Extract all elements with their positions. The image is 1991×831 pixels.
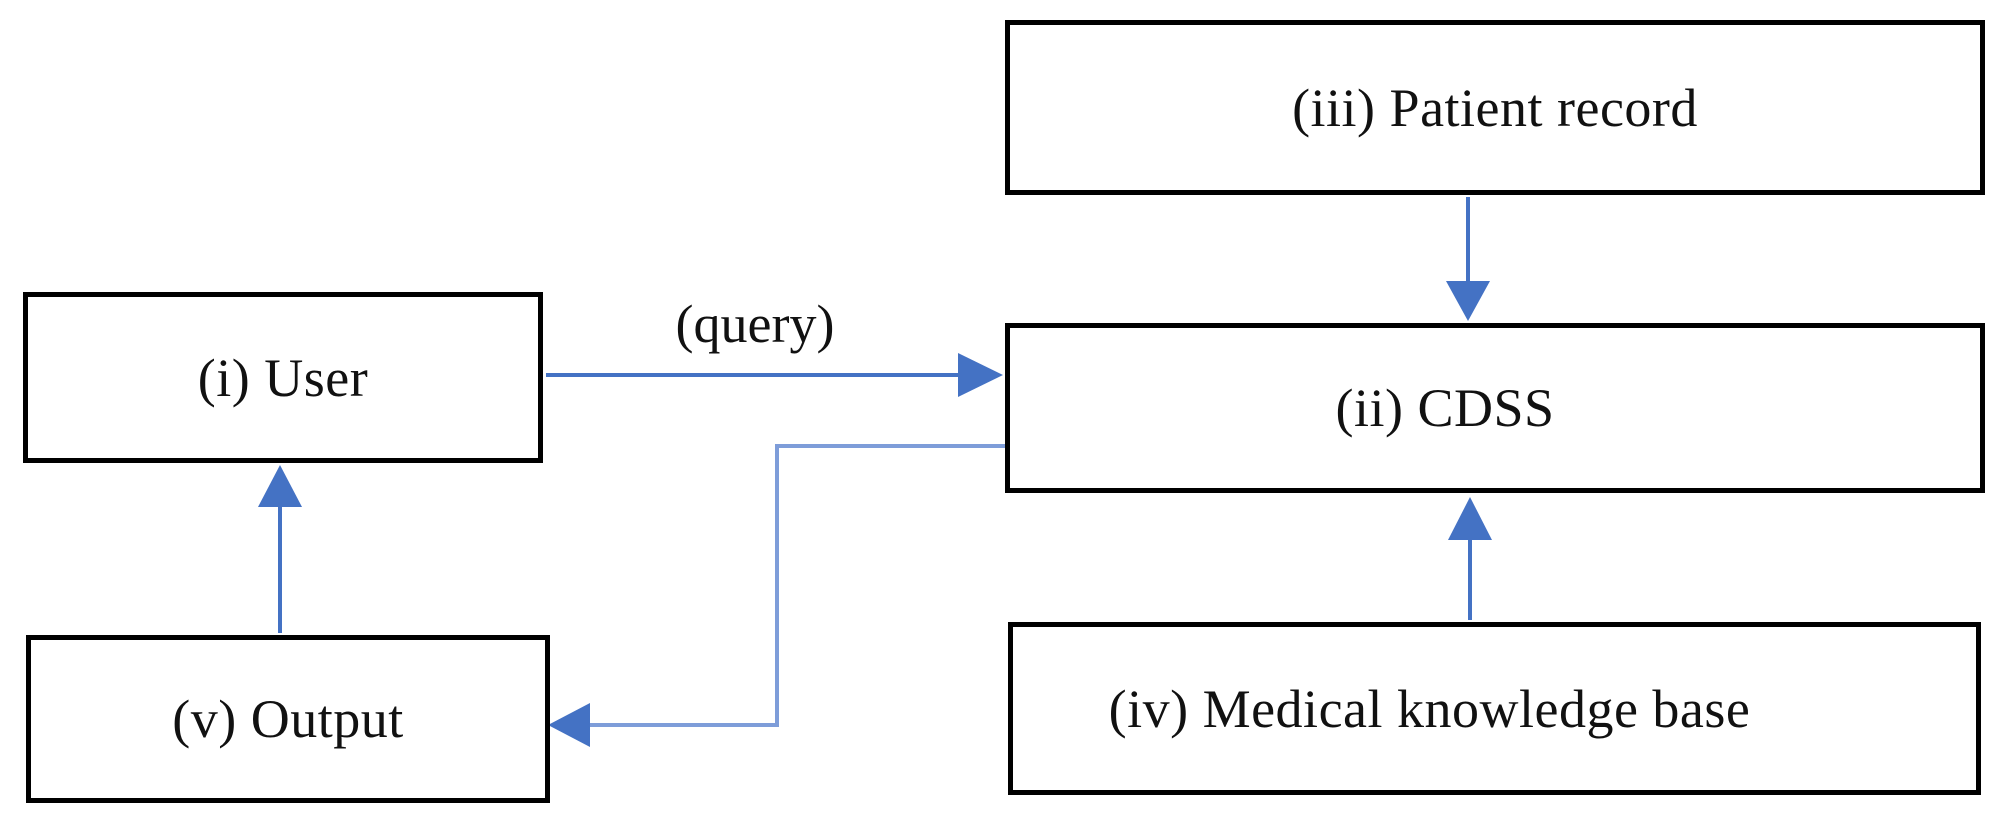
arrowhead-left-icon — [548, 703, 590, 747]
node-output-label: (v) Output — [172, 689, 404, 749]
edge-user-to-cdss — [546, 353, 1003, 397]
arrowhead-right-icon — [958, 353, 1003, 397]
arrowhead-down-icon — [1446, 281, 1490, 321]
node-user: (i) User — [23, 292, 543, 463]
node-cdss-label: (ii) CDSS — [1335, 378, 1555, 438]
node-medical-knowledge-base-label: (iv) Medical knowledge base — [1108, 678, 1751, 739]
arrowhead-up-icon — [258, 465, 302, 507]
arrowhead-up-icon — [1448, 497, 1492, 540]
edge-medical-knowledge-base-to-cdss — [1448, 497, 1492, 620]
node-cdss: (ii) CDSS — [1005, 323, 1985, 493]
node-patient-record-label: (iii) Patient record — [1292, 77, 1698, 138]
node-output: (v) Output — [26, 635, 550, 803]
edge-cdss-to-output — [548, 444, 1005, 747]
edge-patient-record-to-cdss — [1446, 197, 1490, 321]
query-edge-label: (query) — [675, 294, 835, 354]
node-user-label: (i) User — [197, 347, 369, 408]
edge-output-to-user — [258, 465, 302, 633]
node-medical-knowledge-base: (iv) Medical knowledge base — [1008, 622, 1981, 795]
edge-elbow-line — [588, 444, 1005, 727]
node-patient-record: (iii) Patient record — [1005, 20, 1985, 195]
